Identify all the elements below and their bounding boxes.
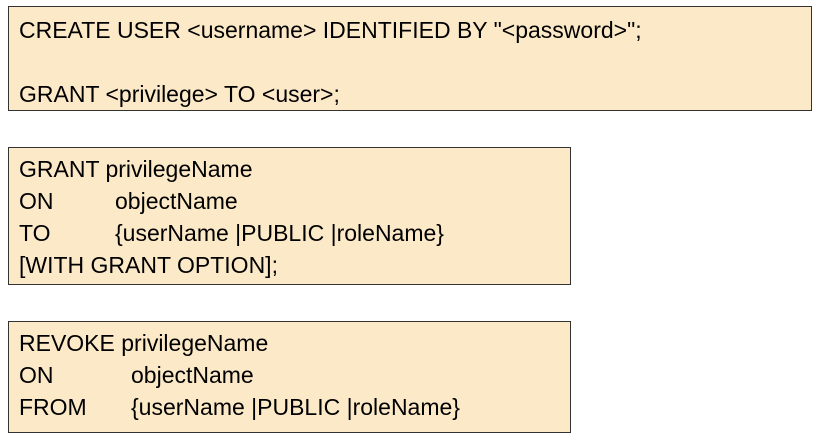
- from-keyword: FROM: [19, 394, 87, 420]
- grant-privilege-line: GRANT privilegeName: [19, 156, 253, 182]
- create-user-statement: CREATE USER <username> IDENTIFIED BY "<p…: [19, 17, 642, 43]
- grant-syntax-box: GRANT privilegeName ON objectName TO {user…: [8, 147, 571, 285]
- grant-privilege-statement: GRANT <privilege> TO <user>;: [19, 81, 340, 107]
- on-keyword: ON: [19, 188, 54, 214]
- on-object-name: objectName: [115, 188, 238, 214]
- revoke-on-line: ON objectName: [19, 359, 570, 391]
- create-user-syntax-box: CREATE USER <username> IDENTIFIED BY "<p…: [8, 6, 812, 111]
- grant-to-line: TO {userName |PUBLIC |roleName}: [19, 217, 570, 249]
- to-keyword: TO: [19, 220, 51, 246]
- on-object-name: objectName: [131, 362, 254, 388]
- revoke-from-line: FROM {userName |PUBLIC |roleName}: [19, 391, 570, 423]
- blank-line: [19, 46, 811, 78]
- to-grantee-options: {userName |PUBLIC |roleName}: [115, 220, 444, 246]
- on-keyword: ON: [19, 362, 54, 388]
- revoke-syntax-box: REVOKE privilegeName ON objectName FROM {u…: [8, 321, 571, 433]
- from-grantee-options: {userName |PUBLIC |roleName}: [131, 394, 460, 420]
- revoke-privilege-line: REVOKE privilegeName: [19, 330, 269, 356]
- grant-on-line: ON objectName: [19, 185, 570, 217]
- grant-option-line: [WITH GRANT OPTION];: [19, 252, 278, 278]
